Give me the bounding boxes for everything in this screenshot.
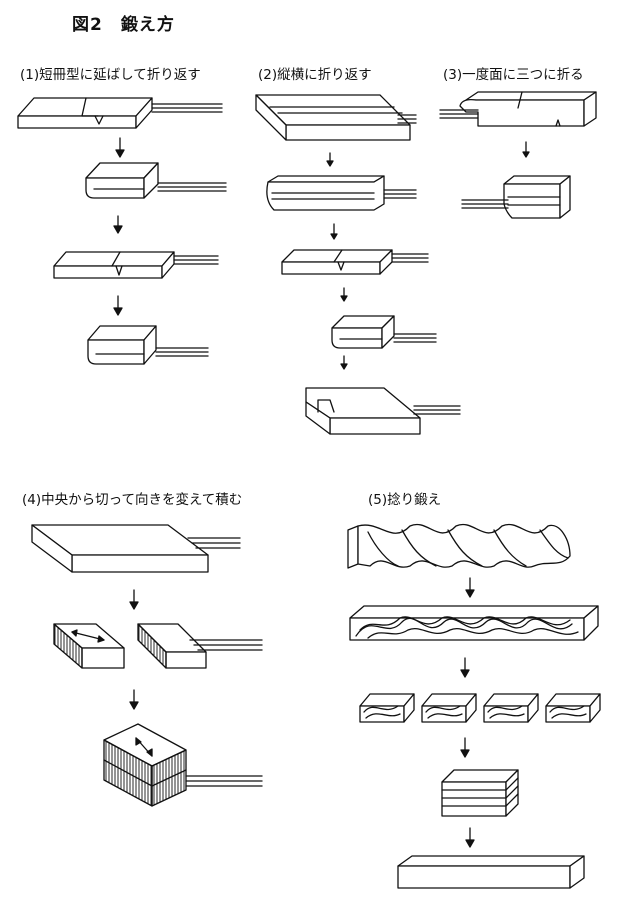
cut-pieces [360, 694, 600, 722]
down-arrow [461, 658, 469, 677]
down-arrow [341, 288, 347, 301]
cut-half-left [54, 624, 124, 668]
stacked-pieces [442, 770, 518, 816]
tri-fold-bar [440, 92, 596, 126]
folded-bar [88, 326, 208, 364]
piece [422, 694, 476, 722]
down-arrow [116, 138, 124, 157]
tri-folded-block [462, 176, 570, 218]
down-arrow [327, 153, 333, 166]
section-3-steps [440, 92, 596, 218]
wide-slab [306, 388, 460, 434]
figure-title: 図2 鍛え方 [72, 15, 175, 35]
wide-slab [32, 525, 240, 572]
section-1-steps [18, 98, 226, 364]
down-arrow [341, 356, 347, 369]
section-4-steps [32, 525, 262, 806]
section-2-steps [256, 95, 460, 434]
section-5-steps [348, 524, 600, 888]
flattened-layered-bar [350, 606, 598, 640]
bar-with-notch [54, 252, 218, 278]
piece [484, 694, 538, 722]
final-slab [398, 856, 584, 888]
down-arrow [114, 216, 122, 233]
stacked-block [104, 724, 262, 806]
cut-half-right [138, 624, 262, 668]
bar-with-notch [282, 250, 428, 274]
section-1-caption: (1)短冊型に延ばして折り返す [20, 67, 201, 83]
down-arrow [130, 590, 138, 609]
down-arrow [523, 142, 529, 157]
down-arrow [130, 690, 138, 709]
twisted-bar [348, 524, 570, 568]
bar-with-notch [18, 98, 222, 128]
down-arrow [466, 578, 474, 597]
section-4-caption: (4)中央から切って向きを変えて積む [22, 492, 243, 508]
section-5-caption: (5)捻り鍛え [368, 492, 442, 508]
down-arrow [461, 738, 469, 757]
piece [360, 694, 414, 722]
section-3-caption: (3)一度面に三つに折る [443, 67, 584, 83]
folded-bar [332, 316, 436, 348]
wide-slab [256, 95, 416, 140]
down-arrow [466, 828, 474, 847]
piece [546, 694, 600, 722]
down-arrow [114, 296, 122, 315]
down-arrow [331, 224, 337, 239]
section-2-caption: (2)縦横に折り返す [258, 67, 372, 83]
folded-slab [267, 176, 416, 210]
folded-bar [86, 163, 226, 198]
